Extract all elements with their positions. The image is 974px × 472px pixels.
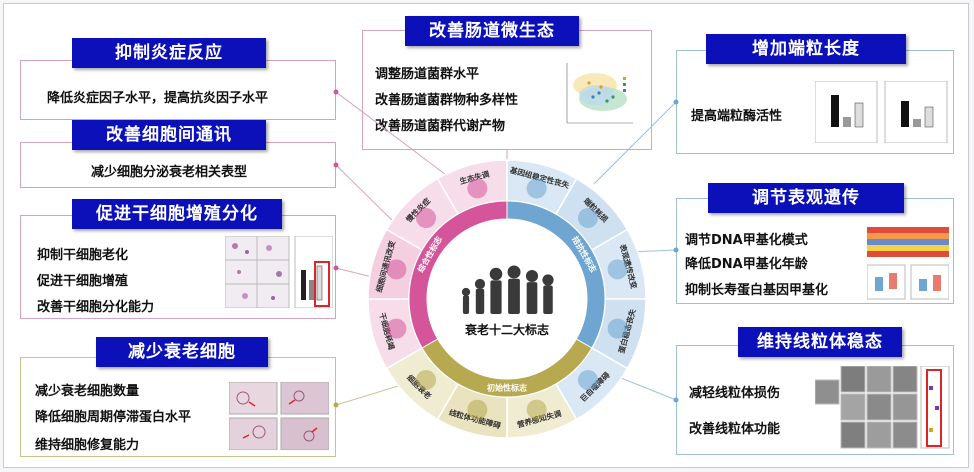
epigenetics-thumbnail [867,227,949,300]
person-icon [489,267,503,281]
person-icon [507,265,521,279]
panel-line: 减少衰老细胞数量 [35,384,140,399]
panel-line: 降低DNA甲基化年龄 [685,257,808,272]
panel-line: 改善肠道菌群代谢产物 [375,119,506,134]
wheel-center [427,219,587,379]
hallmark-icon [467,399,488,420]
person-icon [474,278,486,290]
panel-line: 降低细胞周期停滞蛋白水平 [35,410,192,425]
hallmarks-wheel: 生态失调基因组稳定性丧失端粒耗损表观遗传改变蛋白稳态丧失巨自噬障碍营养感知失调线… [367,159,647,439]
panel-line: 降低炎症因子水平，提高抗炎因子水平 [47,91,269,106]
hallmark-icon [607,259,628,280]
title-stem-cell: 促进干细胞增殖分化 [72,199,282,229]
person-icon [462,295,470,314]
panel-line: 促进干细胞增殖 [37,274,129,289]
person-icon [475,288,485,314]
panel-line: 提高端粒酶活性 [691,109,783,124]
inner-ring-label: 初始性标志 [487,383,527,393]
hallmark-icon [386,318,407,339]
hallmark-icon [467,178,488,199]
stem-cell-thumbnail [225,236,333,308]
hallmark-icon [416,208,437,229]
title-gut-microbiome: 改善肠道微生态 [405,16,579,46]
panel-line: 减少细胞分泌衰老相关表型 [91,165,248,180]
senescent-cells-thumbnail [229,382,329,450]
title-mitochondria: 维持线粒体稳态 [738,327,902,357]
panel-mitochondria: 减轻线粒体损伤 改善线粒体功能 [676,345,954,455]
person-icon [490,280,502,314]
panel-senescent-cells: 减少衰老细胞数量 降低细胞周期停滞蛋白水平 维持细胞修复能力 [20,357,336,457]
hallmark-icon [607,318,628,339]
panel-line: 改善干细胞分化能力 [37,300,155,315]
panel-line: 抑制长寿蛋白基因甲基化 [685,283,829,298]
hallmark-icon [577,208,598,229]
panel-line: 改善肠道菌群物种多样性 [375,93,519,108]
panel-line: 调节DNA甲基化模式 [685,233,808,248]
person-icon [526,282,538,314]
hallmark-icon [526,399,547,420]
title-telomere: 增加端粒长度 [706,34,906,64]
person-icon [508,278,520,314]
panel-telomere: 提高端粒酶活性 [676,50,954,154]
wheel-center-label: 衰老十二大标志 [464,322,549,337]
person-icon [543,285,553,314]
hallmark-icon [526,178,547,199]
title-communication: 改善细胞间通讯 [72,120,266,150]
hallmark-icon [386,259,407,280]
panel-line: 改善线粒体功能 [689,422,781,437]
hallmark-icon [577,369,598,390]
title-epigenetics: 调节表观遗传 [708,183,904,213]
person-icon [461,287,471,297]
panel-line: 抑制干细胞老化 [37,248,129,263]
person-icon [542,274,554,286]
hallmark-icon [416,369,437,390]
panel-line: 维持细胞修复能力 [35,438,140,453]
pca-thumbnail [553,55,647,135]
title-inflammation: 抑制炎症反应 [72,38,266,68]
panel-inflammation: 降低炎症因子水平，提高抗炎因子水平 [20,60,336,120]
mitochondria-thumbnail [815,366,950,449]
person-icon [525,269,539,283]
title-senescent-cells: 减少衰老细胞 [96,337,268,367]
telomere-thumbnail [815,81,948,143]
panel-line: 减轻线粒体损伤 [689,386,781,401]
panel-line: 调整肠道菌群水平 [375,67,480,82]
